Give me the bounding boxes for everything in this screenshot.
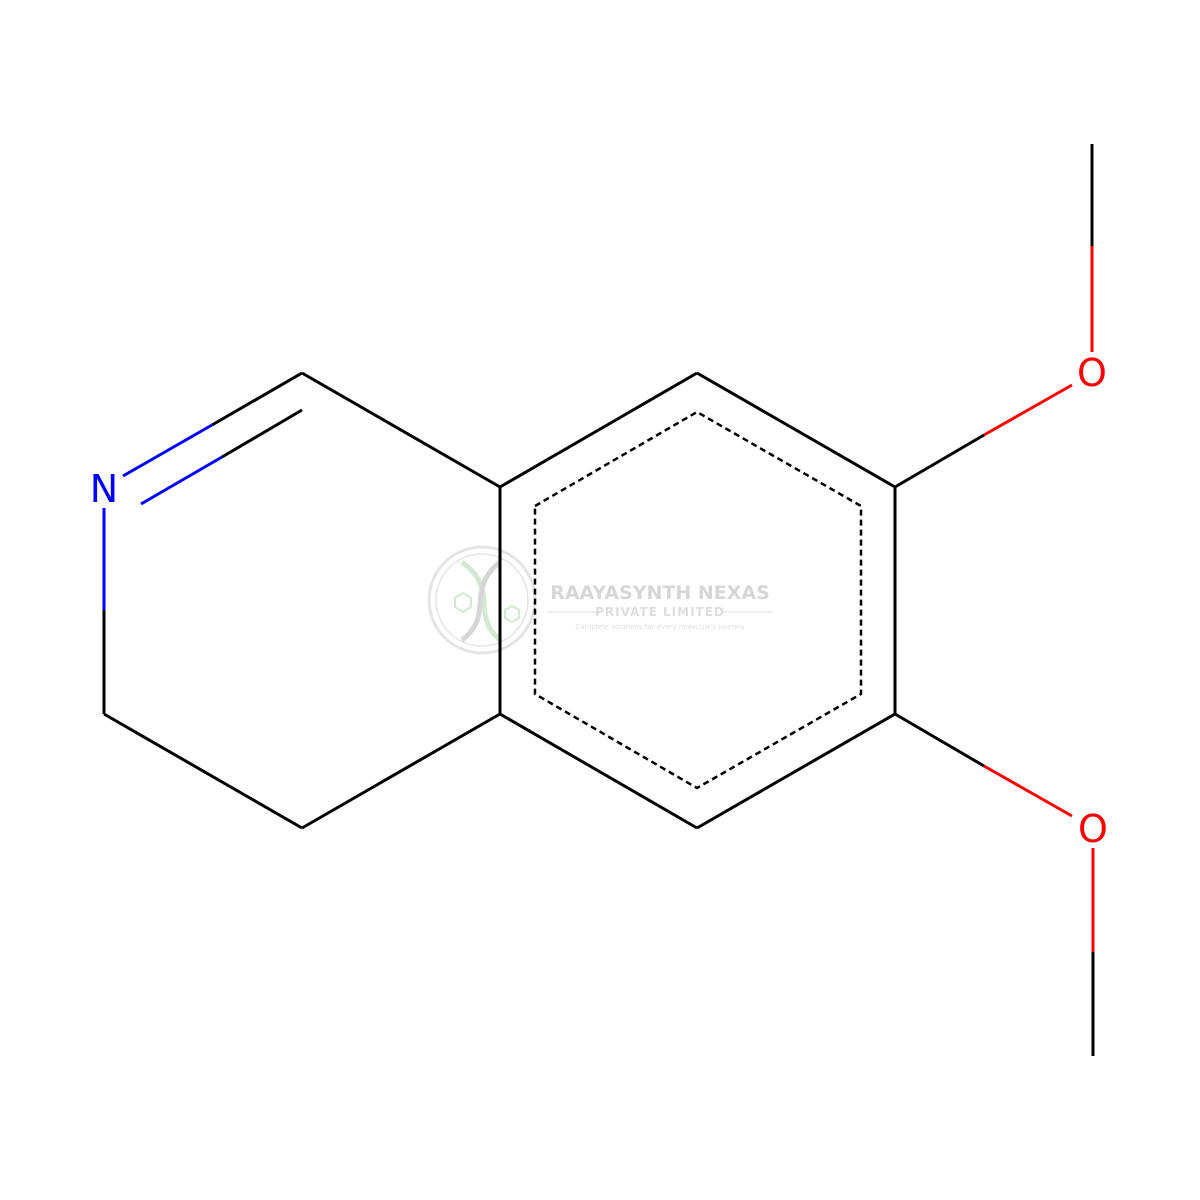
bond-c1-c8a — [301, 371, 501, 489]
watermark-tagline: Complete solutions for every molecule's … — [575, 623, 744, 631]
aromatic-ring-indicator — [533, 410, 863, 790]
watermark-title: RAAYASYNTH NEXAS — [550, 582, 770, 604]
dihydro-ring — [102, 371, 501, 830]
bond-c6-c5 — [696, 712, 896, 830]
bond-c1-n2-blue — [122, 423, 213, 478]
watermark-logo-icon — [427, 545, 537, 655]
bond-c7-o-red — [983, 383, 1073, 437]
bond-c5-c4a — [499, 712, 698, 830]
bond-c1-n2-black — [211, 371, 303, 427]
bond-c7-o-black — [894, 433, 985, 489]
methoxy-bottom — [894, 712, 1095, 1056]
bond-c6-o-black — [894, 712, 985, 768]
atom-label-oxygen-bottom: O — [1078, 807, 1108, 851]
benzene-ring — [498, 371, 897, 830]
bond-c8-c7 — [696, 371, 896, 489]
bond-c6-o-red — [983, 764, 1073, 818]
atom-label-nitrogen: N — [90, 467, 118, 511]
bond-c1-n2-inner-black — [221, 408, 303, 459]
bond-c4-c4a — [301, 712, 501, 830]
bond-c1-n2-inner-blue — [140, 455, 223, 506]
bond-c8a-c8 — [499, 371, 698, 489]
atom-label-oxygen-top: O — [1077, 351, 1107, 395]
watermark-subtitle: PRIVATE LIMITED — [595, 605, 725, 619]
methoxy-top — [894, 144, 1094, 489]
watermark: RAAYASYNTH NEXAS PRIVATE LIMITED Complet… — [427, 545, 772, 655]
bond-c3-c4 — [103, 712, 303, 830]
